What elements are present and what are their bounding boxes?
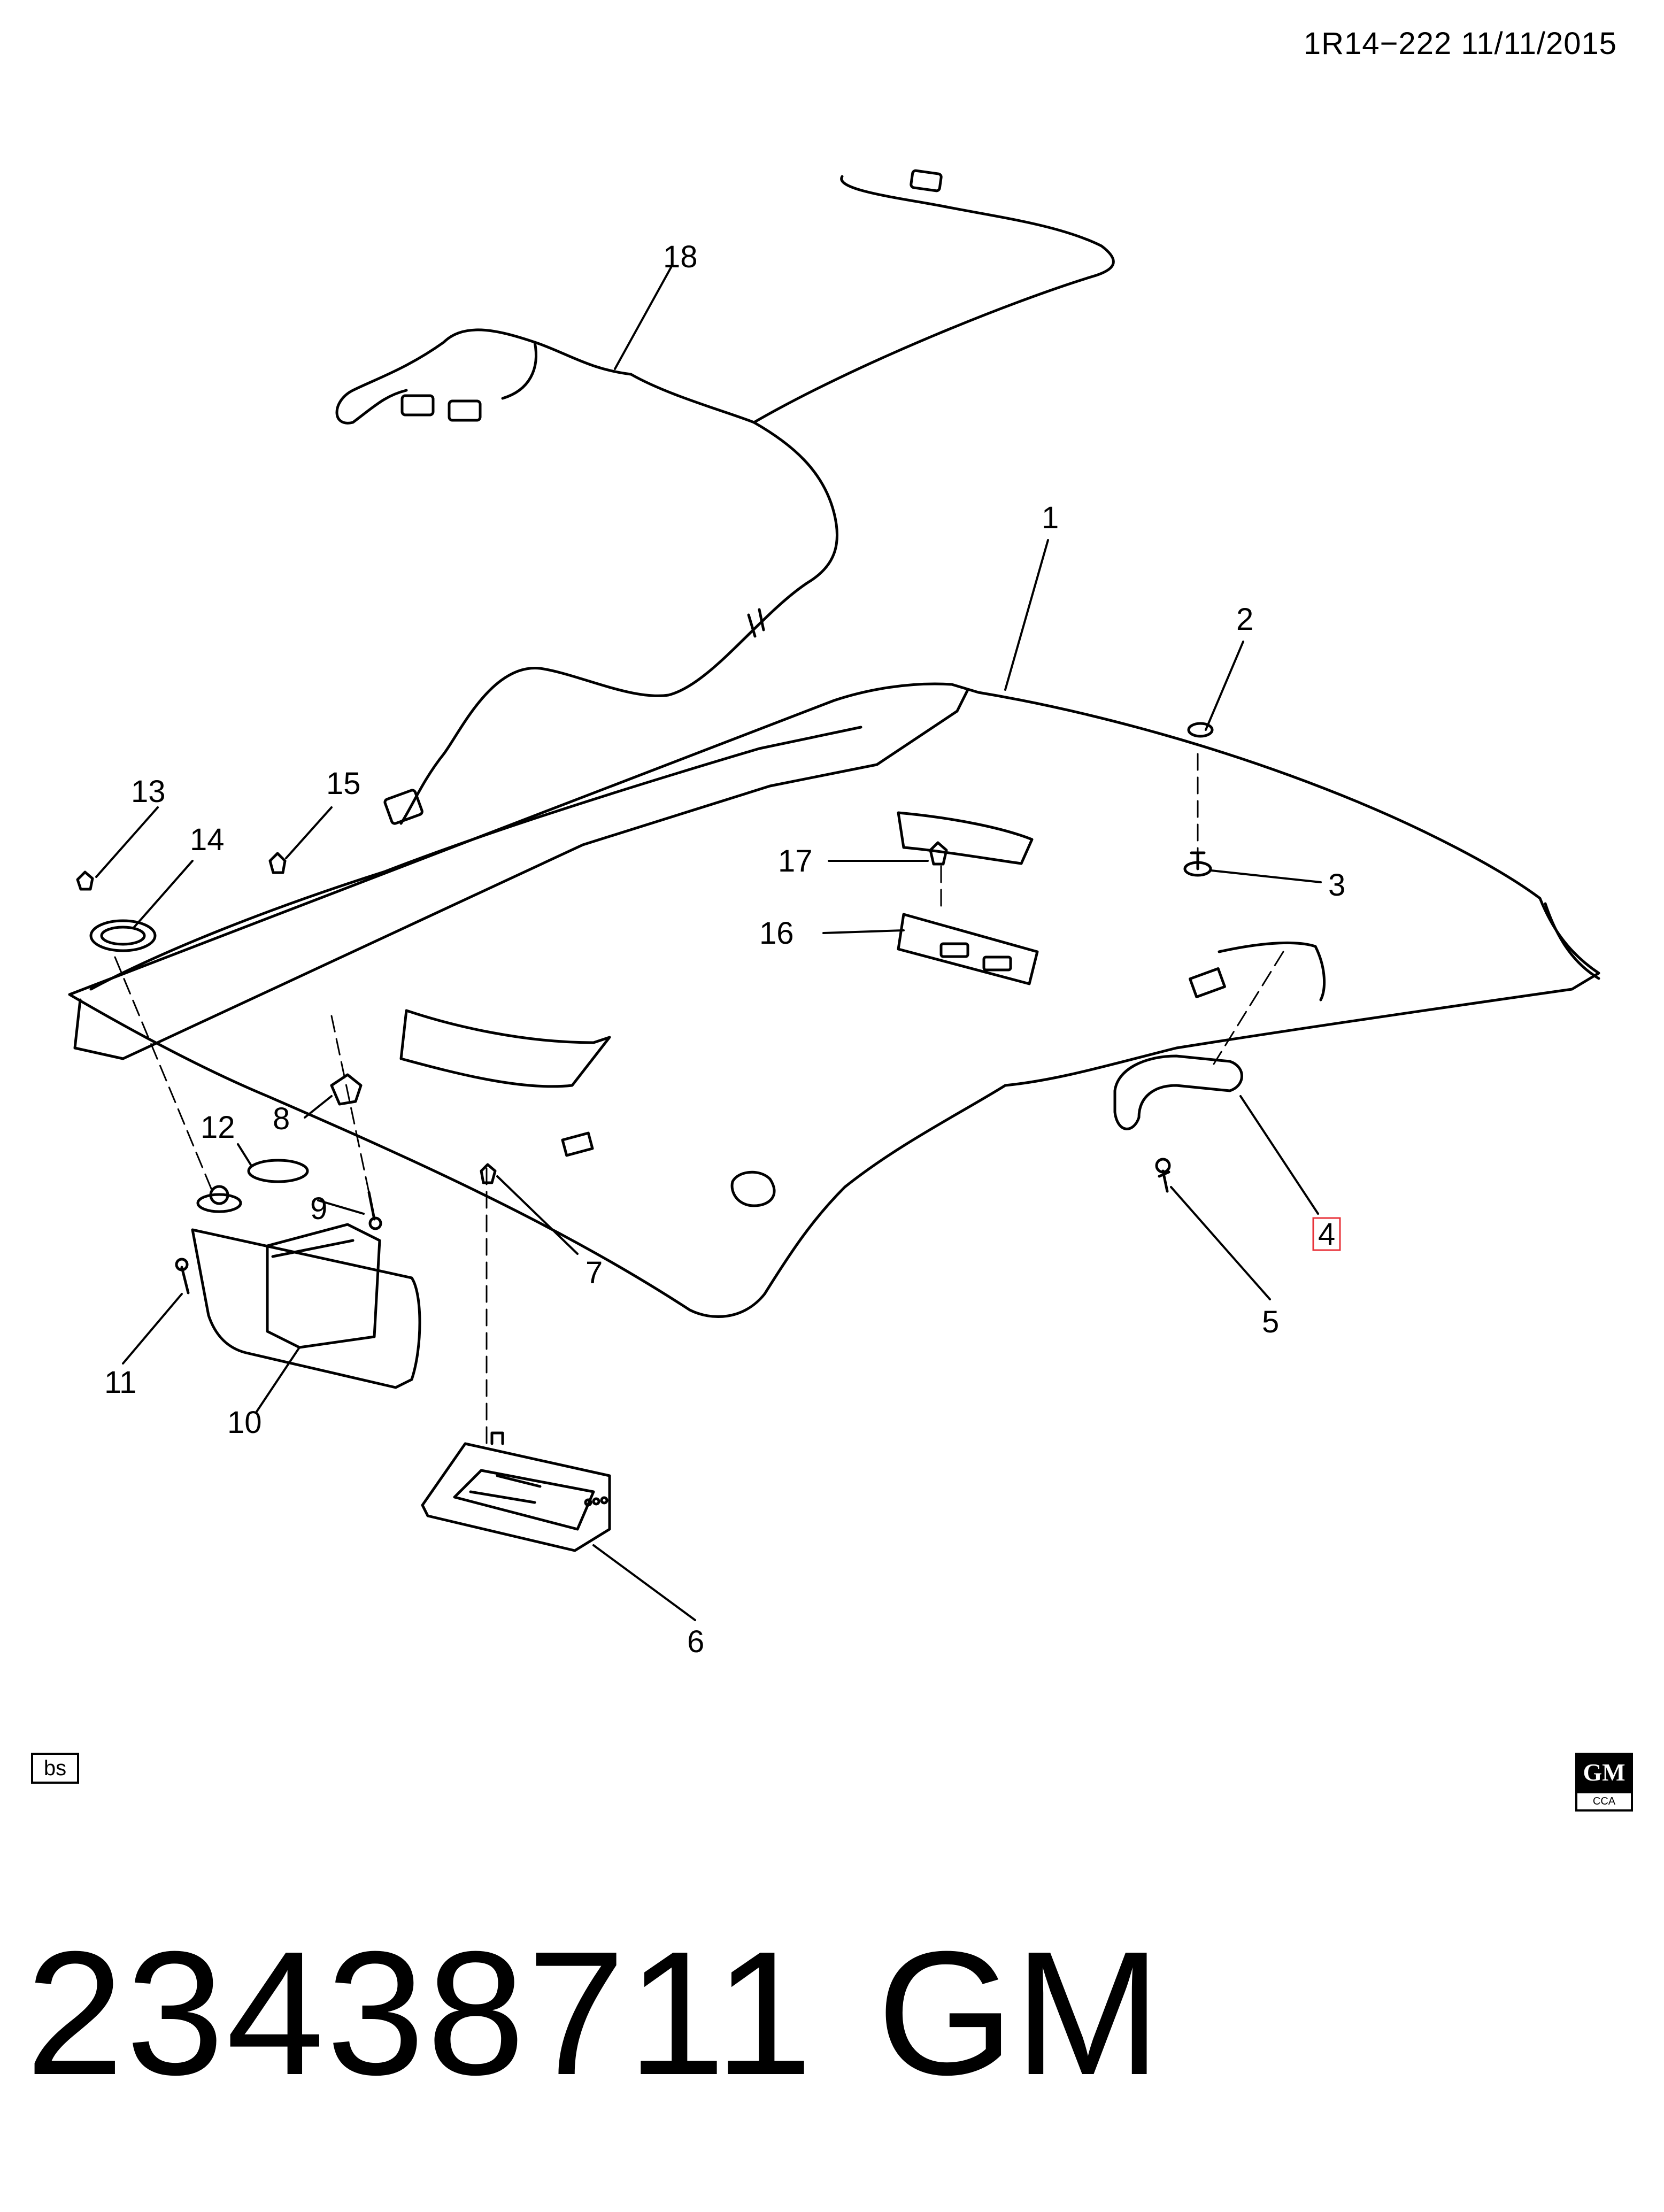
callout-6: 6	[687, 1624, 704, 1659]
gm-logo-top: GM	[1575, 1753, 1633, 1791]
leader-lines	[95, 266, 1322, 1621]
alignment-lines	[114, 753, 1284, 1445]
rear-dome-lamp	[897, 913, 1039, 985]
gm-logo-bottom: CCA	[1575, 1791, 1633, 1812]
retainer-screw	[367, 1191, 382, 1230]
callout-5: 5	[1262, 1305, 1279, 1339]
wiring-harness	[335, 169, 1115, 825]
visor-mount-cover	[247, 1159, 309, 1183]
callout-16: 16	[759, 916, 794, 951]
callout-18: 18	[663, 240, 698, 274]
callout-labels: 1 2 3 4 5 6 7 8 9 10 11 12 13 14 15 16 1…	[104, 240, 1345, 1659]
visor-screw	[175, 1258, 190, 1294]
callout-13: 13	[131, 774, 166, 809]
visor-retainer-clip	[330, 1073, 363, 1106]
console-clip	[480, 1163, 497, 1184]
callout-4: 4	[1318, 1217, 1335, 1252]
side-clip	[76, 870, 94, 891]
headliner-panel	[68, 682, 1600, 1318]
callout-4-highlight	[1312, 1217, 1341, 1251]
lamp-clip	[929, 841, 948, 866]
callout-8: 8	[273, 1101, 290, 1136]
callout-1: 1	[1042, 500, 1059, 535]
handle-bolt	[1155, 1158, 1171, 1193]
part-brand: GM	[877, 1914, 1161, 2111]
bs-label-box: bs	[31, 1753, 79, 1784]
callout-3: 3	[1328, 868, 1345, 903]
callout-15: 15	[326, 766, 361, 801]
callout-9: 9	[310, 1191, 327, 1226]
assist-grab-handle	[1113, 1054, 1243, 1130]
callout-2: 2	[1236, 602, 1253, 637]
callout-10: 10	[227, 1405, 262, 1440]
callout-7: 7	[586, 1255, 603, 1290]
bs-label: bs	[43, 1756, 67, 1780]
speaker-grille	[89, 919, 157, 952]
gm-logo: GM CCA	[1575, 1753, 1633, 1812]
callout-17: 17	[778, 844, 813, 878]
retainer-clip	[1187, 722, 1214, 738]
drawing-reference: 1R14−222 11/11/2015	[1303, 26, 1617, 61]
visor-pivot	[196, 1185, 242, 1213]
callout-14: 14	[190, 822, 225, 857]
front-overhead-console	[421, 1431, 611, 1552]
pillar-clip	[268, 852, 287, 874]
callout-12: 12	[201, 1110, 235, 1145]
sun-visor	[191, 1223, 421, 1389]
callout-11: 11	[104, 1365, 136, 1400]
part-number: 23438711	[26, 1914, 815, 2111]
